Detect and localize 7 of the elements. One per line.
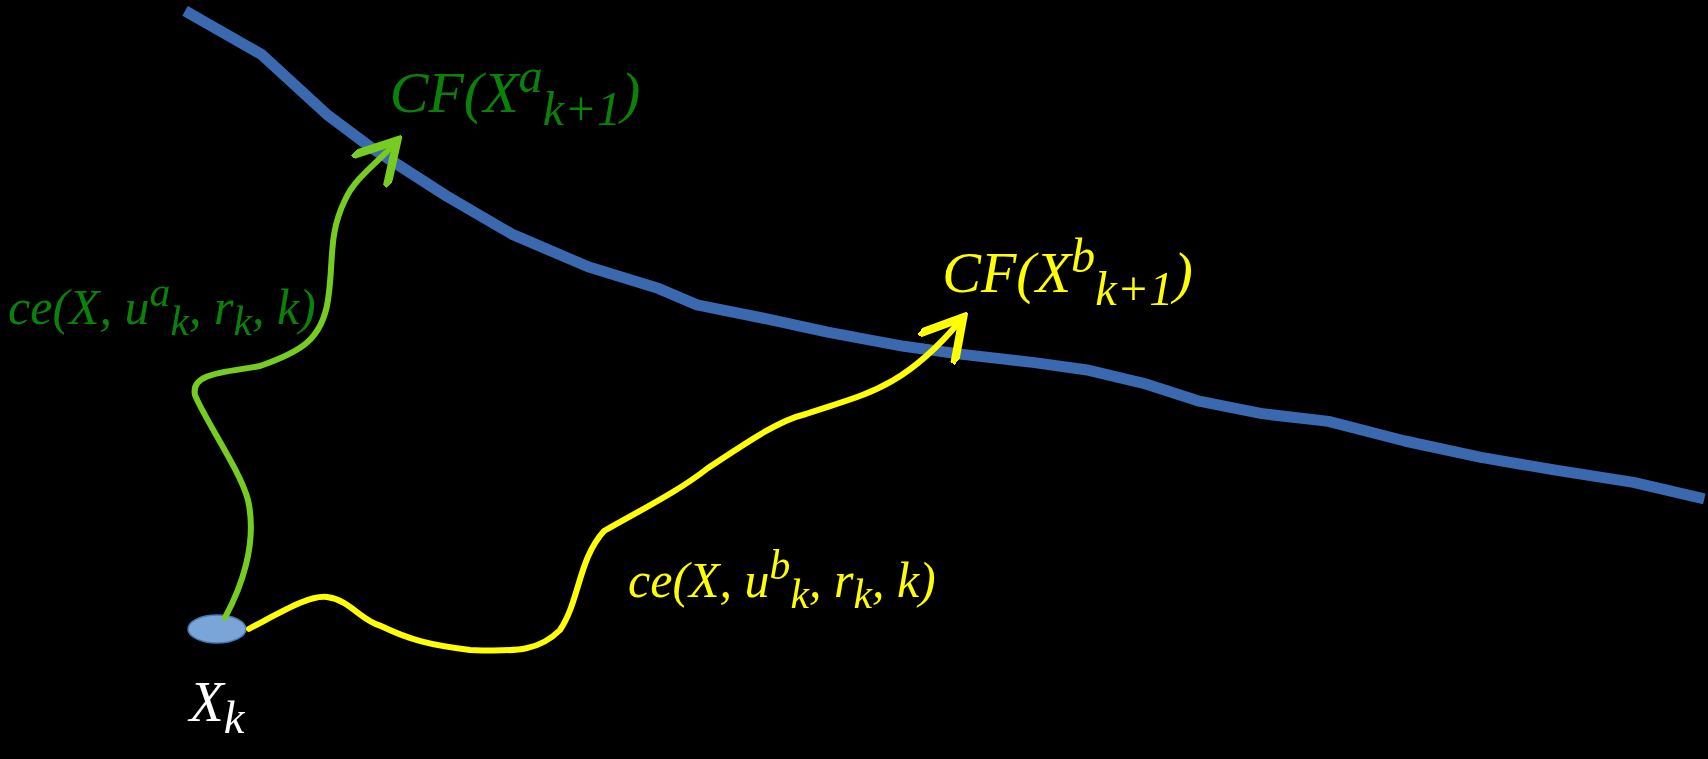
edge-label: ce(X, u$^{b}$$_{k}$, r$_{k}$, k) <box>628 545 936 616</box>
cost-label: CF(X$^{b}$$_{k+1}$) <box>942 228 1193 316</box>
cost-label: CF(X$^{a}$$_{k+1}$) <box>389 49 641 136</box>
trajectory-arrow <box>246 313 968 654</box>
trajectory-arrow <box>191 136 402 621</box>
edge-label: ce(X, u$^{a}$$_{k}$, r$_{k}$, k) <box>8 272 316 343</box>
state-label: X$_{k}$ <box>189 672 245 744</box>
